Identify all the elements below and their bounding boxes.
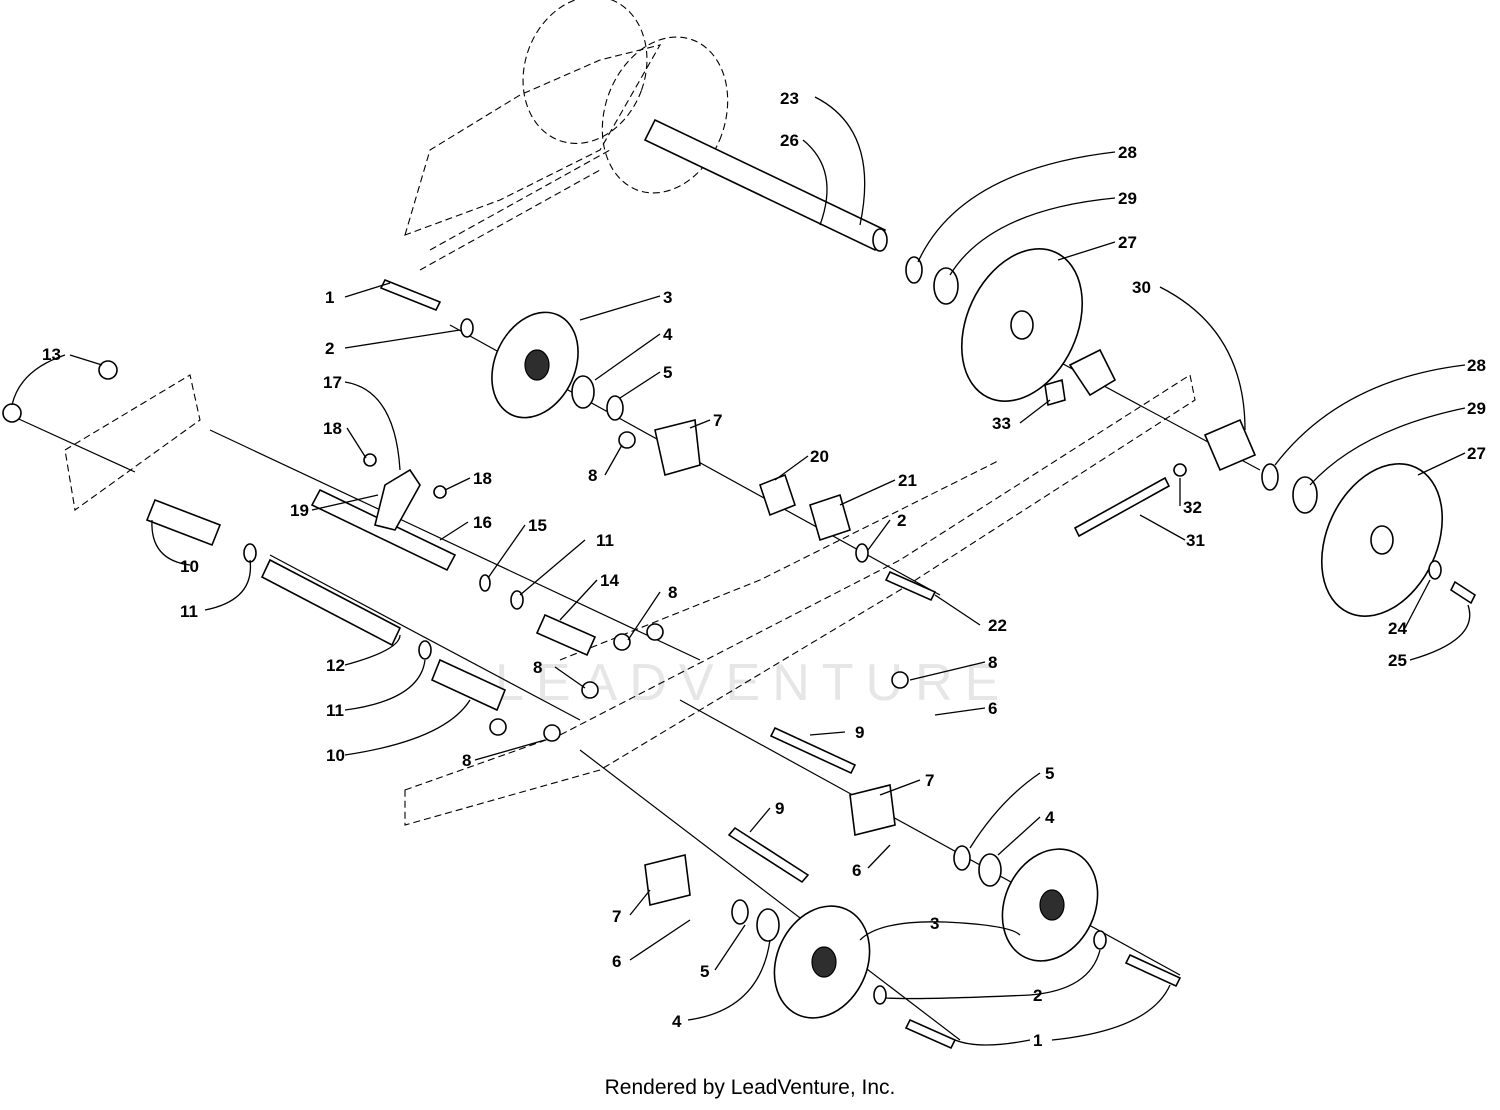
right-rail-dashed bbox=[404, 374, 1196, 826]
washers bbox=[243, 318, 1442, 1005]
link-arm bbox=[374, 468, 421, 531]
watermark-text: LEADVENTURE bbox=[495, 654, 1011, 712]
callout-29-right: 29 bbox=[1467, 399, 1486, 418]
callout-19: 19 bbox=[290, 501, 309, 520]
callout-1-top: 1 bbox=[325, 288, 334, 307]
callout-8-right: 8 bbox=[988, 653, 997, 672]
callout-12: 12 bbox=[326, 656, 345, 675]
bearings-and-rings bbox=[571, 256, 1318, 942]
callout-31: 31 bbox=[1186, 531, 1205, 550]
callout-8-upper: 8 bbox=[588, 466, 597, 485]
rear-rail-dashed bbox=[404, 44, 662, 271]
footer-credit: Rendered by LeadVenture, Inc. bbox=[604, 1076, 896, 1099]
callout-16: 16 bbox=[473, 513, 492, 532]
spoked-wheels bbox=[960, 248, 1444, 617]
rear-axle bbox=[643, 118, 888, 252]
callout-17: 17 bbox=[323, 373, 342, 392]
callout-20: 20 bbox=[810, 447, 829, 466]
callout-33: 33 bbox=[992, 414, 1011, 433]
callout-29-top: 29 bbox=[1118, 189, 1137, 208]
callout-27-top: 27 bbox=[1118, 233, 1137, 252]
callout-5-top: 5 bbox=[663, 363, 672, 382]
callout-6-mid: 6 bbox=[852, 861, 861, 880]
callout-11-top: 11 bbox=[596, 531, 614, 550]
callout-2-top: 2 bbox=[325, 339, 334, 358]
callout-32: 32 bbox=[1183, 498, 1202, 517]
callout-8-low: 8 bbox=[462, 751, 471, 770]
callout-13: 13 bbox=[42, 345, 61, 364]
callout-21: 21 bbox=[898, 471, 917, 490]
callout-26: 26 bbox=[780, 131, 799, 150]
callout-1-bottom: 1 bbox=[1033, 1031, 1042, 1050]
callout-4-bottom: 4 bbox=[672, 1012, 682, 1031]
callout-6-low: 6 bbox=[612, 952, 621, 971]
callout-23: 23 bbox=[780, 89, 799, 108]
leader-lines bbox=[11, 96, 1471, 1046]
callout-24: 24 bbox=[1388, 619, 1407, 638]
callout-7-low: 7 bbox=[612, 907, 621, 926]
callout-2-bottom: 2 bbox=[1033, 986, 1042, 1005]
callout-22: 22 bbox=[988, 616, 1007, 635]
tubes bbox=[145, 488, 597, 712]
callout-25: 25 bbox=[1388, 651, 1407, 670]
hubs-and-blocks bbox=[644, 348, 1257, 906]
callout-2-mid: 2 bbox=[897, 511, 906, 530]
callout-7-mid: 7 bbox=[925, 771, 934, 790]
callout-3-bottom: 3 bbox=[930, 914, 939, 933]
callout-15: 15 bbox=[528, 516, 547, 535]
callout-10-low: 10 bbox=[326, 746, 345, 765]
callout-18-right: 18 bbox=[473, 469, 492, 488]
callout-18-left: 18 bbox=[323, 419, 342, 438]
callout-8-mid: 8 bbox=[668, 583, 677, 602]
callout-4-low: 4 bbox=[1045, 808, 1055, 827]
callout-9-lower: 9 bbox=[775, 799, 784, 818]
idler-wheels bbox=[491, 311, 1099, 1019]
callout-9-upper: 9 bbox=[855, 723, 864, 742]
callout-7-top: 7 bbox=[713, 411, 722, 430]
callout-5-low: 5 bbox=[1045, 764, 1054, 783]
callout-14: 14 bbox=[600, 571, 619, 590]
nuts bbox=[2, 360, 1187, 742]
rear-wheel-dashed bbox=[522, 0, 729, 194]
callout-6-right: 6 bbox=[988, 699, 997, 718]
callout-11-left: 11 bbox=[180, 602, 198, 621]
callout-8-left: 8 bbox=[533, 658, 542, 677]
callout-5-bottom: 5 bbox=[700, 962, 709, 981]
exploded-parts-diagram: LEADVENTURE bbox=[2, 0, 1486, 1050]
callout-4-top: 4 bbox=[663, 325, 673, 344]
callout-3-top: 3 bbox=[663, 288, 672, 307]
callout-30: 30 bbox=[1132, 278, 1151, 297]
callout-28-top: 28 bbox=[1118, 143, 1137, 162]
callout-11-low: 11 bbox=[326, 701, 344, 720]
left-rail-dashed bbox=[64, 374, 201, 511]
callout-10-top: 10 bbox=[180, 557, 199, 576]
callout-27-right: 27 bbox=[1467, 444, 1486, 463]
callout-28-right: 28 bbox=[1467, 356, 1486, 375]
bolts bbox=[379, 278, 1477, 1050]
callout-labels: 1 2 3 4 5 7 8 20 21 2 22 23 26 28 29 27 … bbox=[42, 89, 1486, 1050]
